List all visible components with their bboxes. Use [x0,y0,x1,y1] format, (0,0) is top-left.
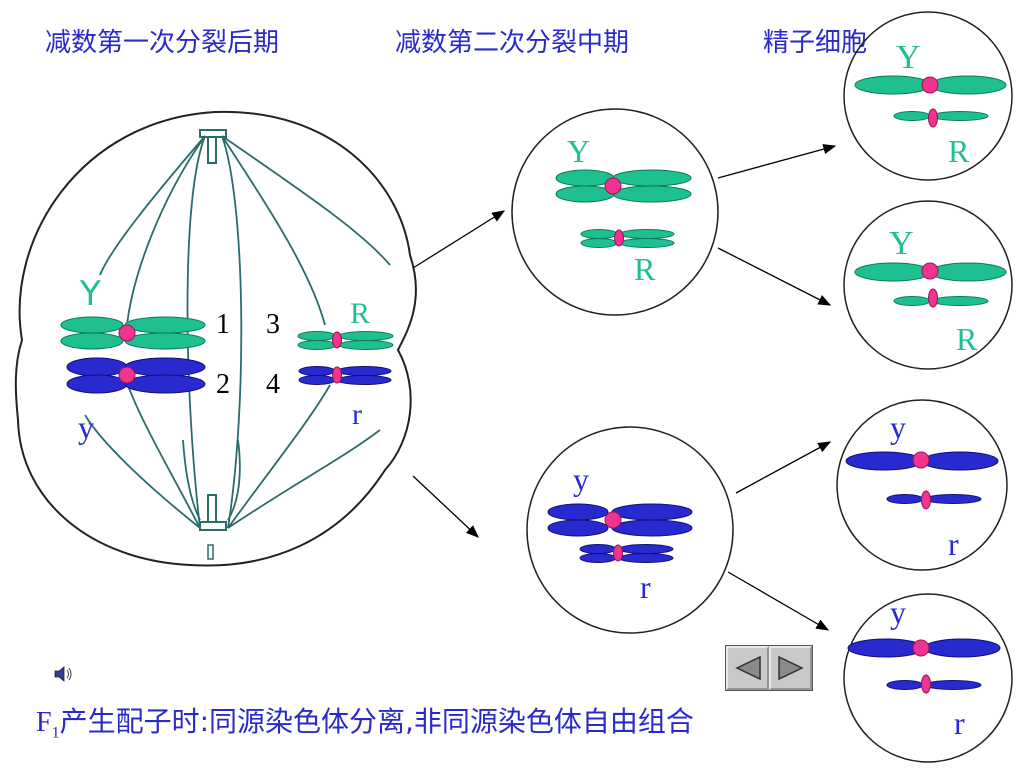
arrow-to-cell-yr [412,475,479,538]
next-slide-button[interactable] [769,646,812,690]
sperm-cell-YR-2: Y R [843,200,1013,370]
label-y-s4: y [890,594,906,630]
stage-title-sperm-cell: 精子细胞 [763,28,868,58]
label-r-s3: r [948,526,959,562]
spindle-fibers [84,135,391,529]
chromosome-Y-left [60,316,206,350]
label-4: 4 [266,369,280,400]
chromosome-r-right [298,366,392,385]
caption-subscript: 1 [51,724,60,742]
label-y-big: y [78,409,94,445]
arrow-to-cell-YR [412,210,506,269]
label-1: 1 [216,309,230,340]
caption-f: F [36,707,52,738]
centriole-top-stem [207,136,217,164]
label-r-s4: r [954,705,965,741]
triangle-left-icon [734,655,761,681]
previous-slide-button[interactable] [726,646,769,690]
label-r-big: r [352,398,362,431]
metaphase2-cell-YR: Y R [511,108,719,316]
arrow-yr-to-sperm-4 [727,571,830,631]
arrow-YR-to-sperm-1 [717,144,837,179]
centriole-bottom-stem [207,494,217,523]
triangle-right-icon [777,655,804,681]
stage-title-meiosis2-metaphase: 减数第二次分裂中期 [395,28,630,58]
slide-navigation [725,645,813,691]
label-2: 2 [216,369,230,400]
caption-text: 产生配子时:同源染色体分离,非同源染色体自由组合 [59,705,694,738]
centriole-bottom-mark [207,544,214,560]
anaphase-cell: Y y R r 1 2 3 4 [14,110,417,567]
arrow-YR-to-sperm-2 [717,247,832,306]
sperm-cell-yr-4: y r [843,593,1013,763]
label-R-m2: R [634,251,656,287]
stage-title-meiosis1-anaphase: 减数第一次分裂后期 [45,28,280,58]
centriole-bottom [199,521,227,531]
sperm-cell-yr-3: y r [836,399,1008,571]
caption: F1产生配子时:同源染色体分离,非同源染色体自由组合 [36,700,694,743]
chromosome-y-left [66,357,206,394]
label-Y-big: Y [79,274,101,314]
metaphase2-cell-yr: y r [526,426,734,634]
label-r-m2: r [640,569,651,605]
label-R-big: R [350,297,370,330]
label-R-s1: R [948,133,970,169]
cell-membrane [14,110,417,567]
arrow-yr-to-sperm-3 [735,441,832,494]
chromosome-R-right [297,331,394,350]
label-Y-m2: Y [567,133,590,169]
label-3: 3 [266,309,280,340]
label-y-s3: y [890,409,906,445]
label-R-s2: R [956,321,978,357]
speaker-icon[interactable] [52,663,74,685]
sperm-cell-YR-1: Y R [843,11,1013,181]
label-Y-s2: Y [889,225,914,262]
label-Y-s1: Y [896,39,921,76]
label-y-m2: y [573,461,589,497]
